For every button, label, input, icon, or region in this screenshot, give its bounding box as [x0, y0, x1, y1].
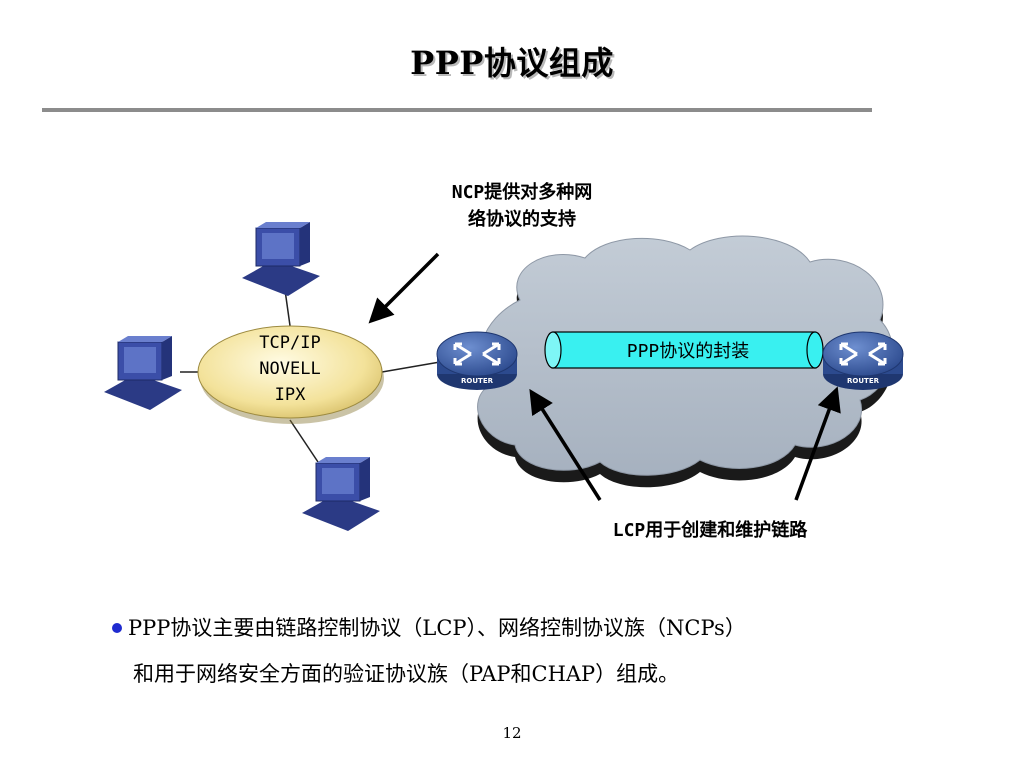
computer-icon: [104, 336, 182, 410]
protocol-ellipse: TCP/IP NOVELL IPX: [197, 325, 384, 424]
title-divider: [42, 108, 872, 112]
computer-icon: [242, 222, 320, 296]
protocol-novell: NOVELL: [259, 359, 320, 379]
router-left-label: ROUTER: [461, 377, 494, 385]
computer-icon: [302, 457, 380, 531]
bullet-text-line1: PPP协议主要由链路控制协议（LCP）、网络控制协议族（NCPs）: [128, 616, 746, 640]
protocol-ipx: IPX: [275, 385, 306, 405]
router-right-label: ROUTER: [847, 377, 880, 385]
page-title: PPP协议组成: [410, 44, 614, 82]
protocol-tcpip: TCP/IP: [259, 333, 320, 353]
page-number: 12: [502, 724, 522, 742]
bullet-paragraph-line1: PPP协议主要由链路控制协议（LCP）、网络控制协议族（NCPs）: [112, 612, 746, 642]
router-left: ROUTER: [436, 331, 518, 390]
tunnel-label: PPP协议的封装: [627, 341, 750, 362]
bullet-dot-icon: [112, 622, 122, 633]
bullet-text-line2: 和用于网络安全方面的验证协议族（PAP和CHAP）组成。: [133, 662, 680, 686]
callout-arrows: [368, 252, 841, 501]
router-right: ROUTER: [822, 331, 904, 390]
lcp-callout: LCP用于创建和维护链路: [613, 519, 809, 541]
ppp-tunnel: PPP协议的封装: [544, 331, 824, 369]
ncp-callout-line1: NCP提供对多种网: [452, 181, 593, 203]
ncp-callout-line2: 络协议的支持: [468, 208, 576, 230]
